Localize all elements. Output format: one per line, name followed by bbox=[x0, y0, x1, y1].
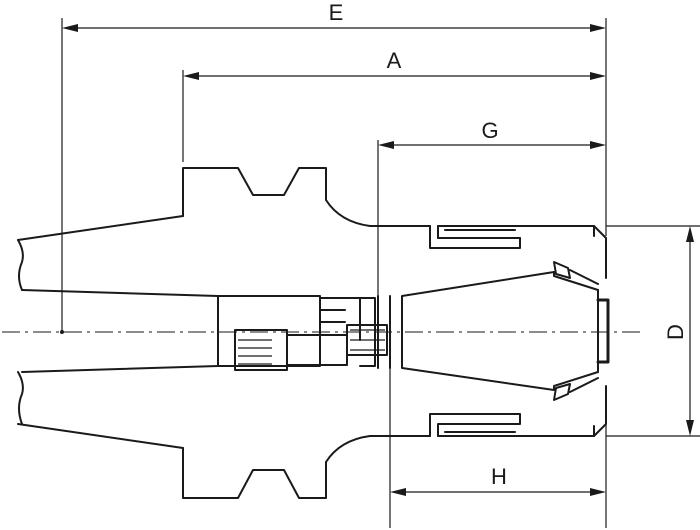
dimension-a-label: A bbox=[387, 48, 402, 73]
shank-bore bbox=[21, 289, 321, 373]
chuck-outline-upper bbox=[17, 167, 607, 291]
draw-bar-mechanism bbox=[234, 297, 388, 371]
dimension-h: H bbox=[389, 368, 607, 528]
dimension-d-label: D bbox=[663, 324, 688, 340]
chuck-outline-lower bbox=[17, 371, 607, 499]
dimension-d: D bbox=[606, 225, 700, 437]
dimension-a: A bbox=[182, 48, 606, 162]
dimension-g-label: G bbox=[481, 118, 498, 143]
dimension-h-label: H bbox=[491, 464, 507, 489]
dimension-e: E bbox=[61, 0, 607, 332]
dimension-e-label: E bbox=[329, 0, 344, 25]
collet bbox=[377, 261, 610, 401]
dimension-g: G bbox=[377, 118, 606, 296]
